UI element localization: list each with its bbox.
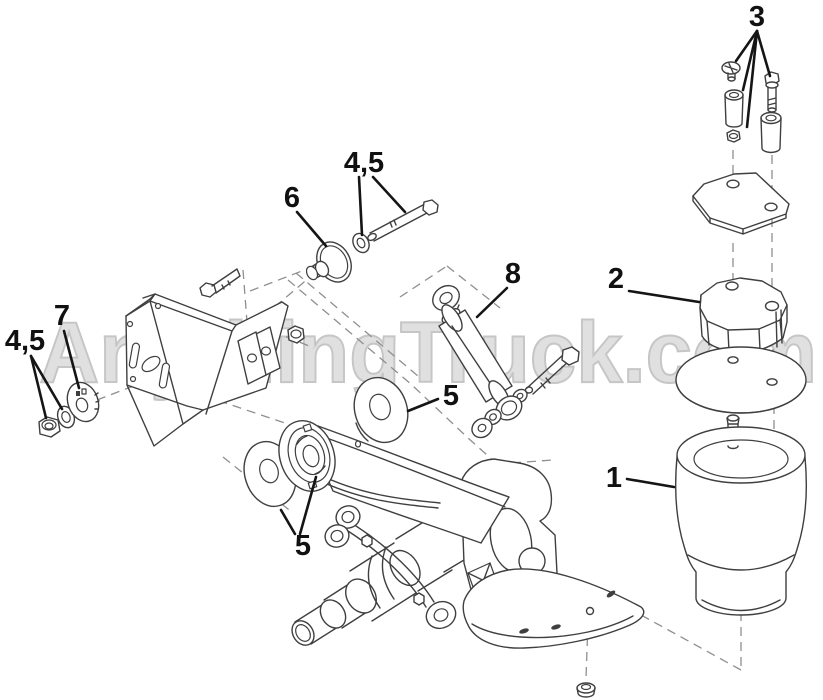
arm-pivot-bushing — [278, 420, 336, 492]
left-washer — [56, 405, 76, 429]
torque-rod-and-eyes — [324, 505, 457, 630]
callout-3: 3 — [749, 1, 765, 33]
fastener-kit-parts — [721, 61, 782, 154]
bracket-slot — [128, 342, 141, 369]
callout-8: 8 — [505, 258, 521, 290]
left-hex-nut — [38, 416, 61, 438]
callout-5-bottom: 5 — [295, 530, 311, 562]
callout-5-right: 5 — [443, 380, 459, 412]
spacer-block-part — [699, 277, 788, 354]
plate-hole — [764, 202, 778, 212]
callout-2: 2 — [608, 263, 624, 295]
axle-spindle — [291, 501, 475, 646]
arm-pivot-bolt — [367, 199, 439, 242]
pan-mounting-nut — [576, 682, 596, 698]
bracket-slot — [158, 362, 171, 389]
bracket-bolt — [199, 268, 241, 298]
block-hole — [764, 300, 780, 312]
cup-washer-part — [305, 241, 352, 283]
leader-lines — [29, 29, 772, 536]
plate-hole — [726, 179, 740, 189]
air-spring-recess — [693, 439, 789, 479]
air-spring-top-plate — [675, 346, 807, 414]
upper-mounting-plate — [692, 172, 790, 235]
top-plate-hole — [766, 378, 778, 386]
air-spring-lower-pan — [462, 568, 645, 649]
cam-washer-part — [66, 381, 100, 423]
shock-bushings-washers — [471, 388, 528, 439]
callout-4-5-top: 4,5 — [344, 147, 384, 179]
flat-washer-right — [353, 376, 409, 444]
hanger-bracket — [125, 293, 289, 447]
top-plate-hole — [727, 356, 739, 364]
callout-4-5-left: 4,5 — [5, 325, 45, 357]
small-washer-top — [352, 232, 370, 254]
callout-labels: 3 4,5 6 2 8 5 7 4,5 1 5 — [5, 1, 765, 562]
callout-1: 1 — [606, 462, 622, 494]
callout-7: 7 — [54, 300, 70, 332]
pan-stud — [585, 606, 595, 616]
bracket-oval-hole — [141, 355, 161, 373]
callout-6: 6 — [284, 182, 300, 214]
block-hole — [725, 281, 739, 291]
shock-lower-bolt — [524, 346, 580, 395]
bracket-nut — [287, 325, 305, 344]
air-spring-part — [674, 414, 808, 616]
